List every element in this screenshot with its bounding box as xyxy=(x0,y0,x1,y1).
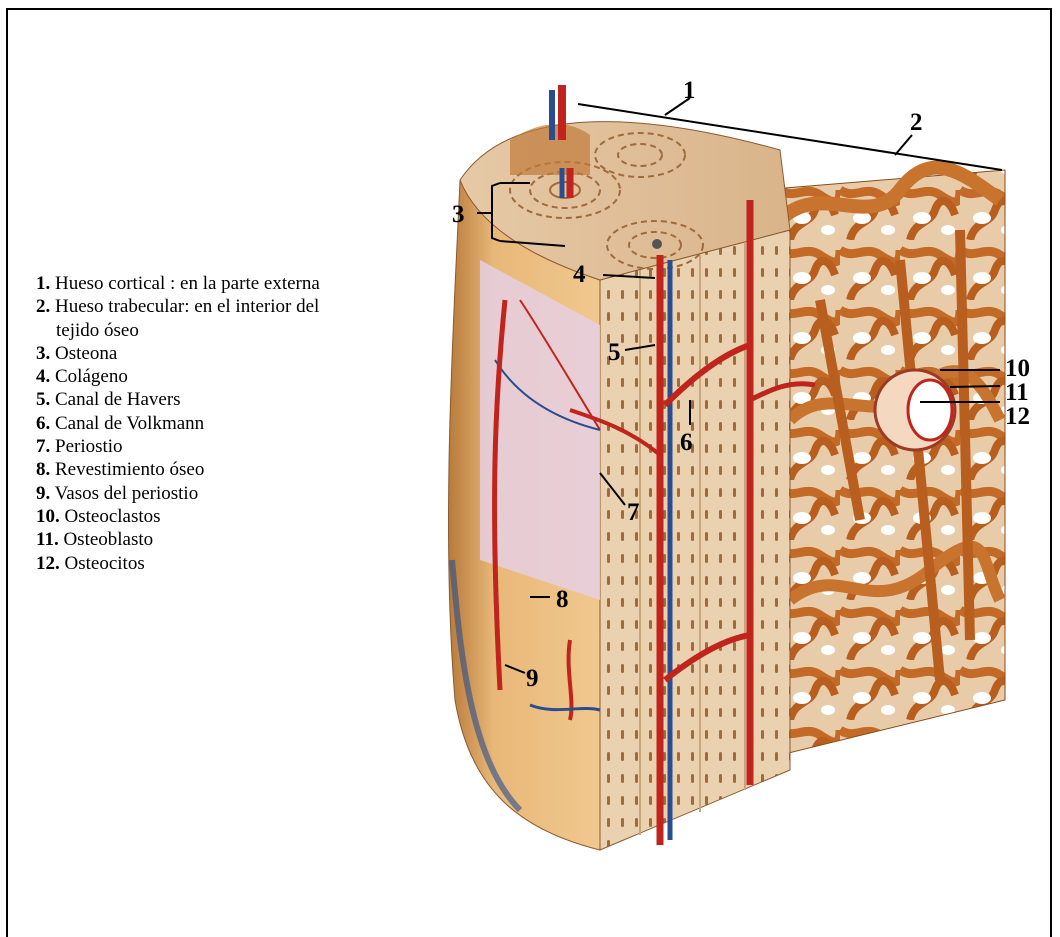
callout-9: 9 xyxy=(526,665,539,692)
callout-3: 3 xyxy=(452,201,465,228)
callout-8: 8 xyxy=(556,586,569,613)
callout-4: 4 xyxy=(573,261,586,288)
callout-12: 12 xyxy=(1005,403,1030,430)
callout-1: 1 xyxy=(683,77,696,104)
cortical-bone xyxy=(600,230,790,850)
callout-2: 2 xyxy=(910,109,923,136)
callout-7: 7 xyxy=(627,499,640,526)
callout-6: 6 xyxy=(680,429,693,456)
trabecular-bone xyxy=(760,168,1005,760)
callout-10: 10 xyxy=(1005,355,1030,382)
callout-11: 11 xyxy=(1005,379,1029,406)
callout-5: 5 xyxy=(608,339,621,366)
